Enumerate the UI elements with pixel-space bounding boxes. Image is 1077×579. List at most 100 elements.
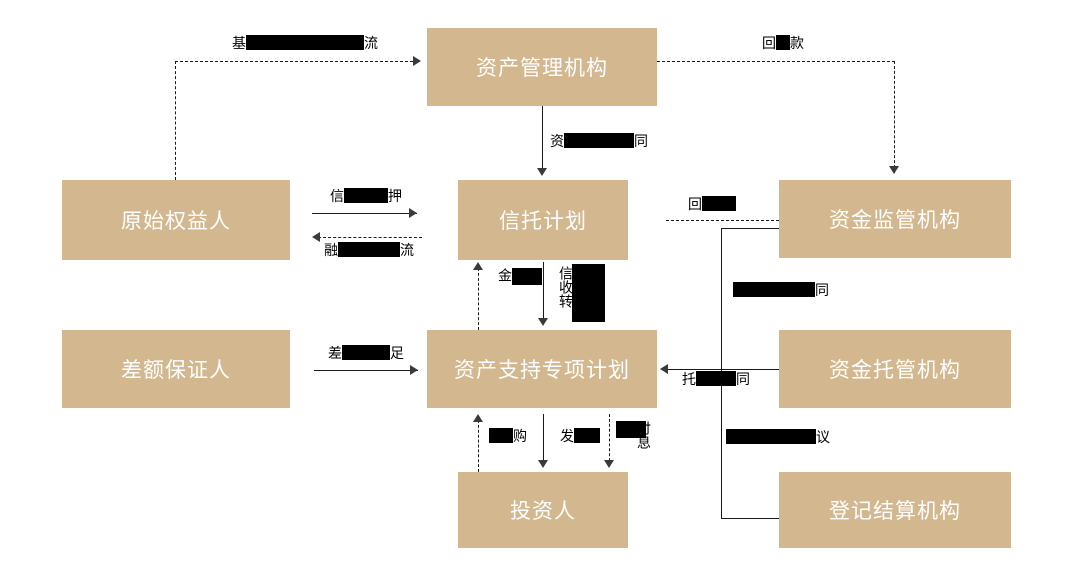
edge-label-repayment-right: 回 bbox=[688, 196, 736, 214]
edge-abs-plan-to-trust-plan-dashed bbox=[478, 268, 479, 330]
redaction-bar-interest-col-2 bbox=[616, 421, 631, 438]
redaction-bar-repayment-top bbox=[776, 35, 790, 50]
edge-label-trust-funds-char: 金 bbox=[496, 268, 512, 282]
edge-label-trust-benefit-char-2: 收 bbox=[557, 280, 573, 294]
edge-label-issue: 发 bbox=[560, 428, 600, 446]
arrowhead-down-to-abs-plan bbox=[538, 318, 548, 326]
edge-label-trust-benefit-char-1: 信 bbox=[557, 266, 573, 280]
edge-label-supervision-agreement-suffix: 同 bbox=[815, 283, 829, 299]
edge-label-pay-char: 付 bbox=[635, 421, 651, 435]
edge-label-interest-redacted-column bbox=[616, 421, 646, 438]
arrowhead-abs-plan-trunk bbox=[660, 364, 668, 374]
edge-label-repayment-right-prefix: 回 bbox=[688, 197, 702, 213]
edge-supervision-to-registry bbox=[721, 518, 779, 519]
redaction-bar-settlement-agreement bbox=[726, 429, 816, 444]
node-label-registry-settlement: 登记结算机构 bbox=[829, 499, 961, 523]
node-label-originator: 原始权益人 bbox=[121, 209, 231, 233]
arrowhead-up-to-abs-plan-left bbox=[473, 414, 483, 422]
edge-label-custody-contract-prefix: 托 bbox=[682, 372, 696, 388]
redaction-bar-trust-funds-2 bbox=[512, 268, 527, 285]
edge-label-purchase-suffix: 购 bbox=[513, 429, 527, 445]
edge-label-trust-benefit-char-3: 转 bbox=[557, 294, 573, 308]
edge-label-trust-funds-column: 金 bbox=[495, 268, 542, 285]
node-fund-custodian[interactable]: 资金托管机构 bbox=[779, 330, 1011, 408]
node-originator[interactable]: 原始权益人 bbox=[62, 180, 290, 260]
edge-label-interest-char: 息 bbox=[635, 435, 651, 449]
edge-label-cashflow-top: 基流 bbox=[232, 35, 378, 53]
node-label-abs-special-plan: 资产支持专项计划 bbox=[454, 358, 630, 382]
node-abs-special-plan[interactable]: 资产支持专项计划 bbox=[427, 330, 657, 408]
redaction-bar-interest-col-1 bbox=[631, 421, 646, 438]
arrowhead-to-fund-supervisor bbox=[889, 166, 899, 174]
edge-manager-to-supervisor-vertical bbox=[894, 61, 895, 173]
edge-label-pledge-suffix: 押 bbox=[388, 189, 402, 205]
redaction-bar-cashflow-top bbox=[246, 35, 364, 50]
edge-label-trust-benefit-column: 信收转 bbox=[556, 266, 573, 308]
edge-label-pledge-prefix: 信 bbox=[330, 189, 344, 205]
edge-originator-to-manager-horizontal bbox=[175, 61, 413, 62]
redaction-bar-repayment-right bbox=[702, 196, 736, 211]
redaction-bar-asset-contract bbox=[564, 133, 634, 148]
edge-abs-plan-to-trunk bbox=[666, 369, 722, 370]
arrowhead-to-trust-plan bbox=[537, 168, 547, 176]
edge-manager-to-supervisor-horizontal bbox=[657, 61, 895, 62]
redaction-bar-shortfall bbox=[342, 345, 390, 360]
edge-label-pay-interest-column: 付息 bbox=[634, 421, 651, 449]
redaction-bar-trust-funds-1 bbox=[527, 268, 542, 285]
edge-investor-to-abs-plan-left bbox=[478, 420, 479, 472]
edge-abs-plan-to-investor-right bbox=[609, 414, 610, 466]
edge-abs-plan-to-investor-mid bbox=[543, 414, 544, 466]
edge-trust-plan-to-abs-plan-solid bbox=[543, 262, 544, 324]
edge-label-repayment-top: 回款 bbox=[762, 35, 804, 53]
edge-label-cashflow-top-suffix: 流 bbox=[364, 36, 378, 52]
redaction-bar-custody-contract bbox=[696, 371, 736, 386]
edge-label-shortfall: 差足 bbox=[328, 345, 404, 363]
arrowhead-up-to-trust-plan bbox=[473, 262, 483, 270]
edge-label-custody-contract-suffix: 同 bbox=[736, 372, 750, 388]
node-registry-settlement[interactable]: 登记结算机构 bbox=[779, 472, 1011, 548]
node-shortfall-guarantor[interactable]: 差额保证人 bbox=[62, 330, 290, 408]
edge-supervision-trunk-top bbox=[721, 228, 779, 229]
node-investor[interactable]: 投资人 bbox=[458, 472, 628, 548]
edge-label-settlement-agreement: 议 bbox=[726, 429, 830, 447]
redaction-bar-supervision-agreement bbox=[733, 282, 815, 297]
edge-supervision-to-custodian bbox=[721, 369, 779, 370]
redaction-bar-purchase bbox=[489, 428, 513, 443]
edge-label-financing-prefix: 融 bbox=[324, 243, 338, 259]
node-asset-manager[interactable]: 资产管理机构 bbox=[427, 28, 657, 106]
edge-label-shortfall-prefix: 差 bbox=[328, 346, 342, 362]
edge-label-issue-prefix: 发 bbox=[560, 429, 574, 445]
node-label-trust-plan: 信托计划 bbox=[499, 209, 587, 233]
arrowhead-to-asset-manager bbox=[413, 56, 421, 66]
edge-label-financing: 融流 bbox=[324, 242, 414, 260]
edge-label-settlement-agreement-suffix: 议 bbox=[816, 430, 830, 446]
redaction-bar-trust-benefit-block bbox=[572, 264, 605, 322]
node-label-investor: 投资人 bbox=[510, 499, 576, 523]
arrowhead-to-trust-plan-right bbox=[409, 208, 417, 218]
node-fund-supervisor[interactable]: 资金监管机构 bbox=[779, 180, 1011, 258]
edge-guarantor-to-abs-plan bbox=[314, 370, 418, 371]
redaction-bar-pledge bbox=[344, 188, 388, 203]
edge-trust-plan-to-originator bbox=[318, 237, 422, 238]
edge-manager-to-trust-plan bbox=[542, 106, 543, 174]
edge-supervisor-to-trust-plan bbox=[666, 220, 779, 221]
arrowhead-to-abs-plan bbox=[410, 365, 418, 375]
edge-label-repayment-top-prefix: 回 bbox=[762, 36, 776, 52]
edge-label-repayment-top-suffix: 款 bbox=[790, 36, 804, 52]
edge-label-asset-contract-prefix: 资 bbox=[550, 134, 564, 150]
arrowhead-down-to-investor-mid bbox=[538, 460, 548, 468]
edge-label-custody-contract: 托同 bbox=[682, 371, 750, 389]
edge-label-shortfall-suffix: 足 bbox=[390, 346, 404, 362]
redaction-bar-issue bbox=[574, 428, 600, 443]
edge-label-supervision-agreement: 同 bbox=[733, 282, 829, 300]
edge-originator-to-trust-plan bbox=[312, 213, 417, 214]
node-trust-plan[interactable]: 信托计划 bbox=[458, 180, 628, 260]
node-label-shortfall-guarantor: 差额保证人 bbox=[121, 358, 231, 382]
edge-label-cashflow-top-prefix: 基 bbox=[232, 36, 246, 52]
edge-label-asset-contract: 资同 bbox=[550, 133, 648, 151]
node-label-asset-manager: 资产管理机构 bbox=[476, 56, 608, 80]
redaction-bar-financing bbox=[338, 242, 400, 257]
edge-label-asset-contract-suffix: 同 bbox=[634, 134, 648, 150]
edge-originator-to-manager-vertical bbox=[175, 61, 176, 180]
